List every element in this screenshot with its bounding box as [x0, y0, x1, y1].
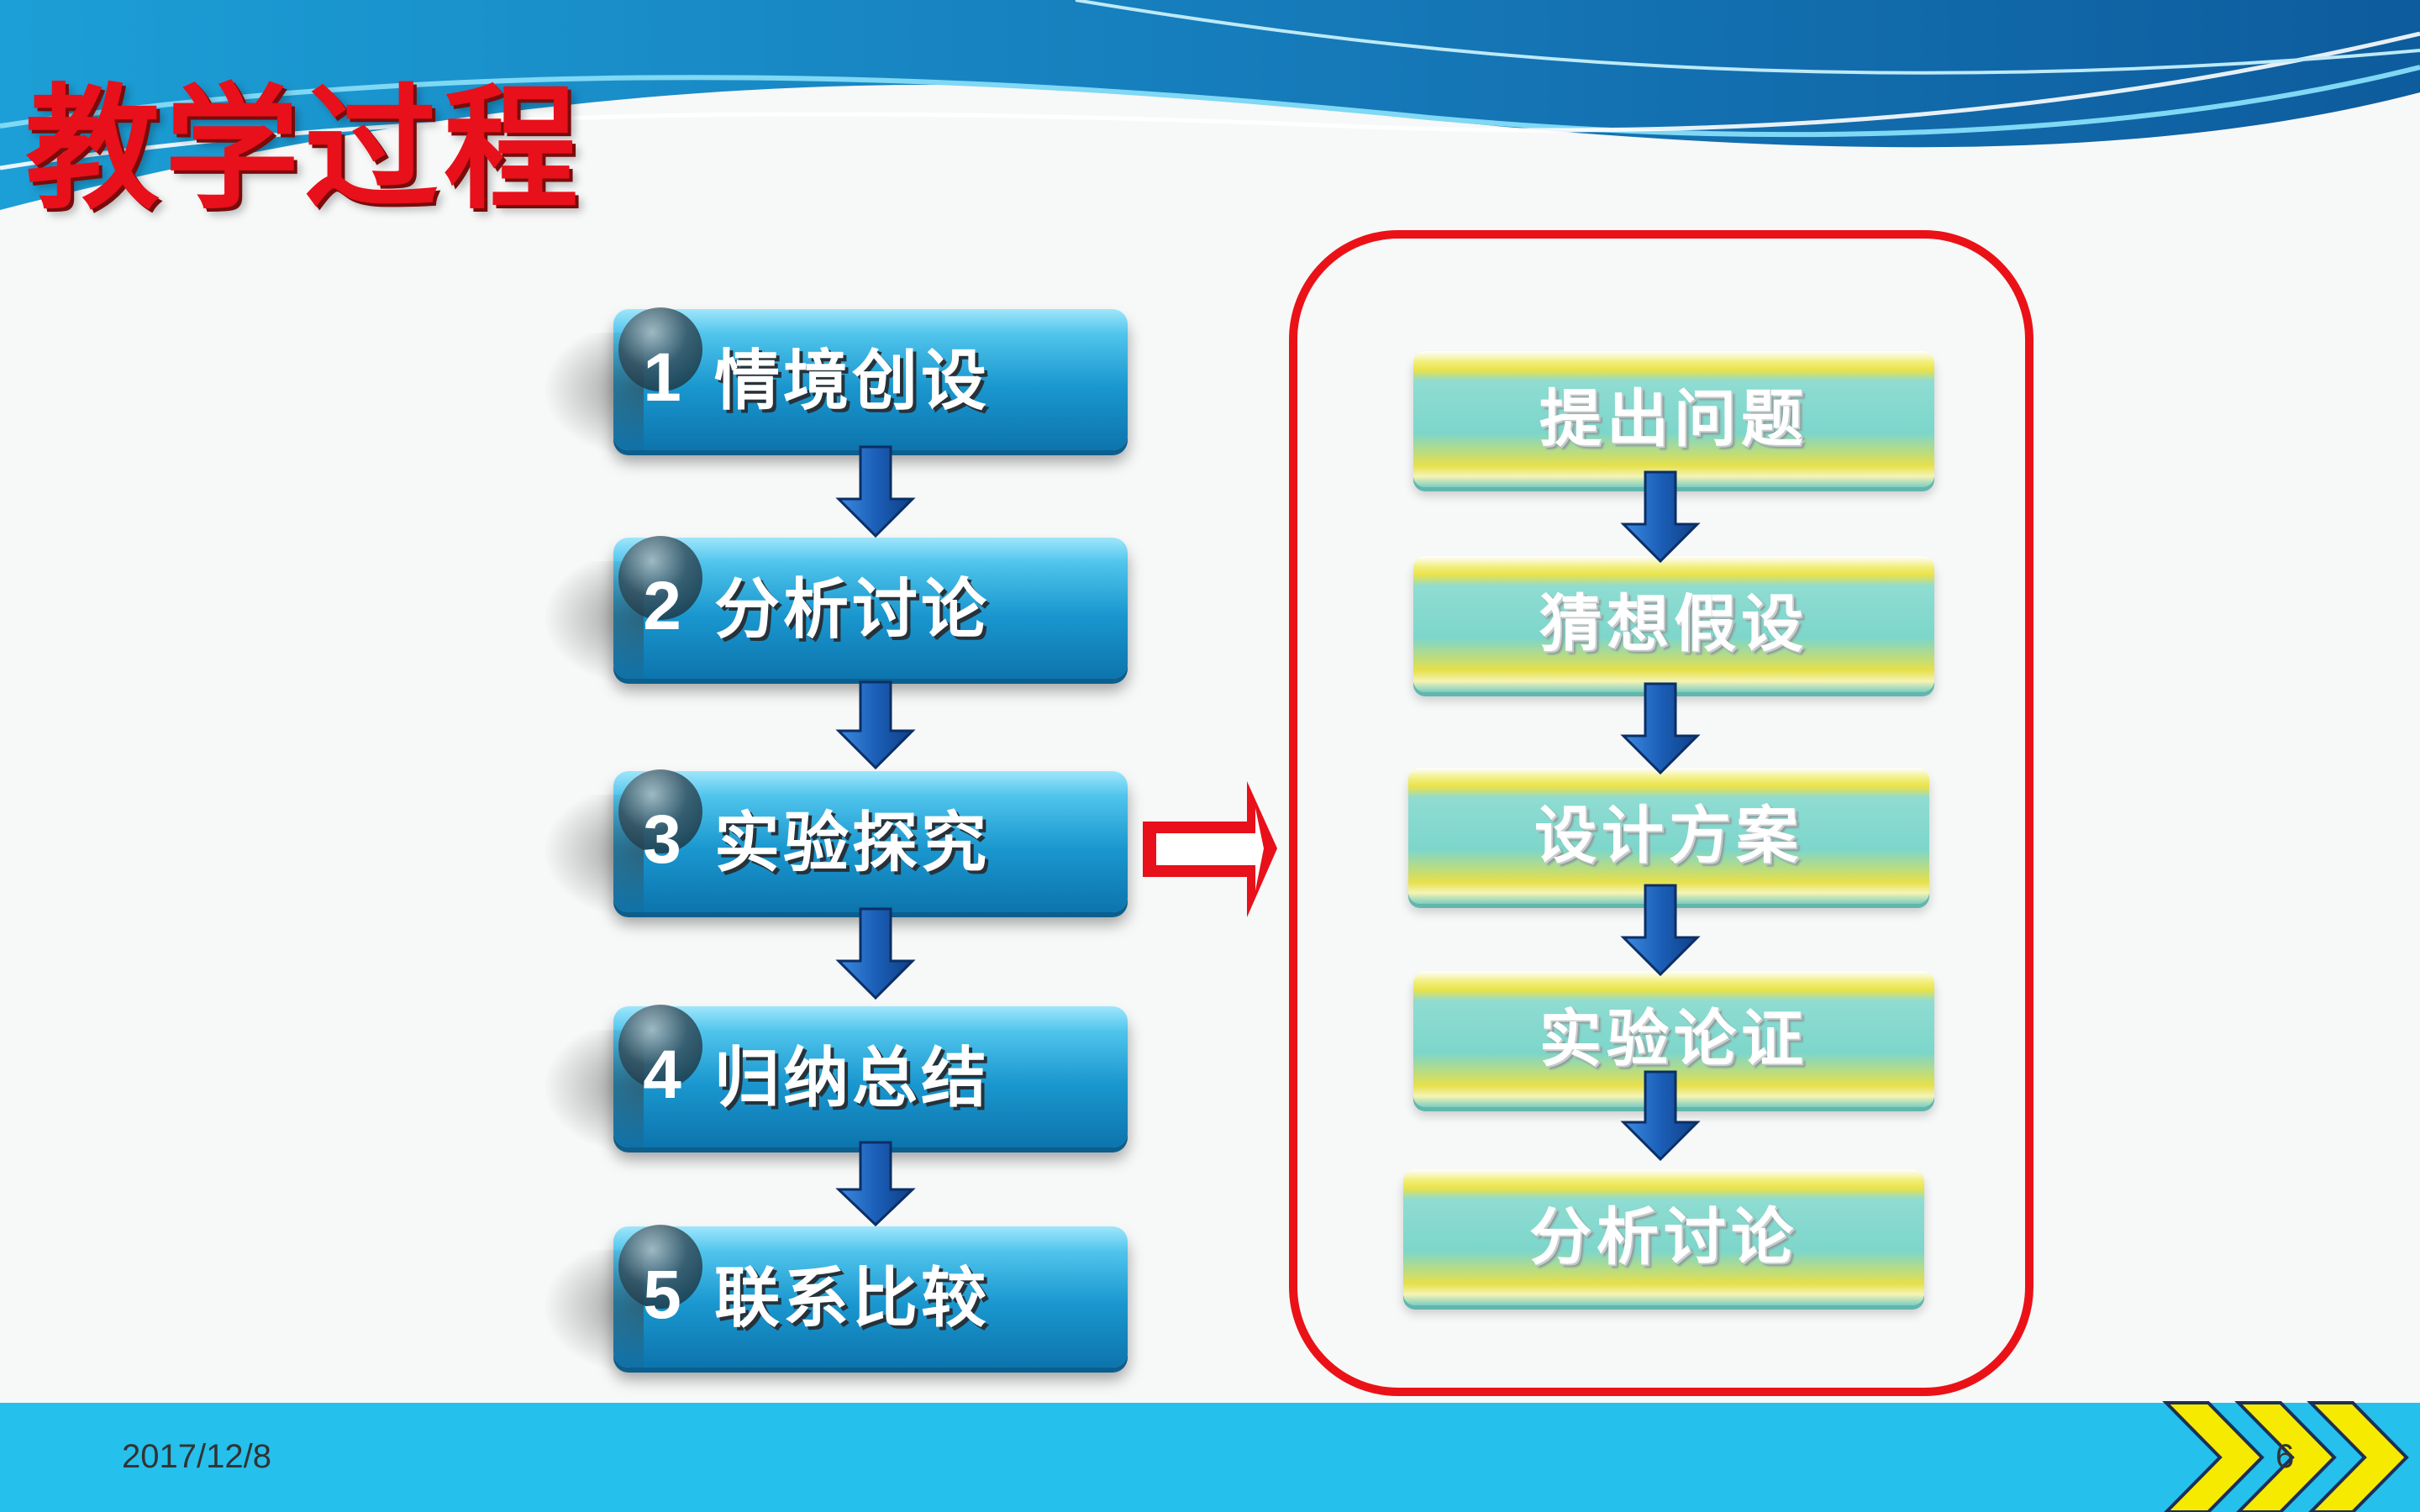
step-label: 实验探究 — [714, 806, 991, 881]
right-step-2[interactable]: 猜想假设 — [1413, 556, 1934, 692]
right-arrow-icon — [1143, 781, 1277, 917]
step-label: 实验论证 — [1539, 1003, 1808, 1075]
slide-title: 教学过程 — [25, 71, 584, 228]
right-step-3[interactable]: 设计方案 — [1408, 768, 1929, 904]
slide-date: 2017/12/8 — [122, 1438, 271, 1475]
left-step-5[interactable]: 5 联系比较 — [543, 1225, 1128, 1376]
left-step-1[interactable]: 1 情境创设 — [543, 307, 1128, 459]
right-step-1[interactable]: 提出问题 — [1413, 351, 1934, 487]
sphere-icon — [618, 1225, 702, 1309]
step-label: 联系比较 — [714, 1261, 991, 1336]
down-arrow-icon — [835, 445, 916, 538]
left-step-3[interactable]: 3 实验探究 — [543, 769, 1128, 921]
right-step-4[interactable]: 实验论证 — [1413, 971, 1934, 1107]
step-number: 1 — [643, 339, 681, 416]
left-step-4[interactable]: 4 归纳总结 — [543, 1005, 1128, 1156]
top-wave-decoration — [0, 0, 2420, 210]
right-step-5[interactable]: 分析讨论 — [1403, 1169, 1924, 1305]
step-number: 5 — [643, 1257, 681, 1333]
down-arrow-icon — [835, 907, 916, 1000]
step-label: 归纳总结 — [714, 1041, 991, 1116]
step-label: 猜想假设 — [1539, 588, 1808, 660]
step-number: 3 — [643, 801, 681, 878]
step-number: 2 — [643, 568, 681, 644]
footer-bar — [0, 1403, 2420, 1512]
sphere-icon — [618, 536, 702, 620]
left-step-2[interactable]: 2 分析讨论 — [543, 536, 1128, 687]
step-label: 分析讨论 — [714, 572, 991, 648]
sphere-icon — [618, 307, 702, 391]
step-label: 分析讨论 — [1529, 1201, 1798, 1273]
down-arrow-icon — [835, 680, 916, 770]
step-label: 情境创设 — [714, 344, 991, 419]
step-number: 4 — [643, 1037, 681, 1113]
sphere-icon — [618, 1005, 702, 1089]
step-label: 设计方案 — [1534, 800, 1803, 872]
process-frame — [1289, 230, 2033, 1396]
page-number: 6 — [2275, 1438, 2295, 1475]
down-arrow-icon — [835, 1141, 916, 1227]
step-label: 提出问题 — [1539, 383, 1808, 455]
sphere-icon — [618, 769, 702, 853]
